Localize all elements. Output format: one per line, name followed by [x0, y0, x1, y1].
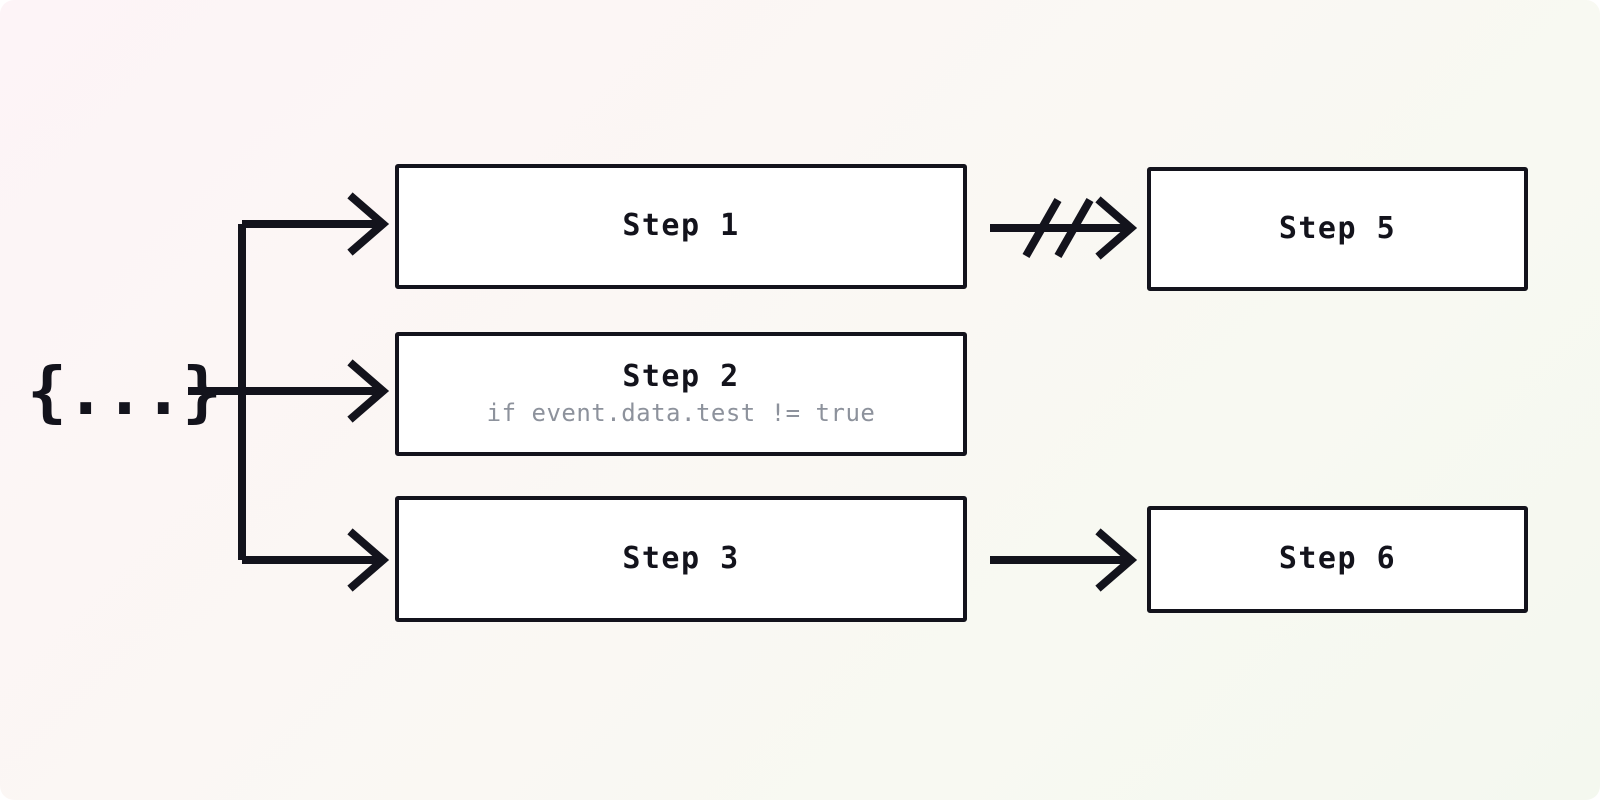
node-step-2[interactable]: Step 2 if event.data.test != true [395, 332, 967, 456]
broken-link-slash-2 [1054, 198, 1094, 258]
node-step-5[interactable]: Step 5 [1147, 167, 1528, 291]
arrowhead-step3 [347, 528, 390, 592]
node-step-3-title: Step 3 [622, 540, 740, 576]
arrowhead-step6 [1095, 528, 1138, 592]
node-step-6-title: Step 6 [1278, 541, 1397, 577]
arrowhead-step5 [1095, 196, 1138, 260]
arrowhead-step1 [347, 192, 390, 256]
node-step-1[interactable]: Step 1 [395, 164, 967, 289]
node-step-2-title: Step 2 [622, 359, 740, 395]
node-step-2-condition: if event.data.test != true [486, 398, 876, 427]
broken-link-slash-1 [1022, 198, 1062, 258]
node-step-6[interactable]: Step 6 [1147, 506, 1528, 613]
node-step-3[interactable]: Step 3 [395, 496, 967, 622]
arrowhead-step2 [347, 359, 390, 423]
node-step-5-title: Step 5 [1278, 210, 1397, 246]
event-payload-token: {...} [27, 352, 222, 430]
node-step-1-title: Step 1 [622, 208, 740, 244]
